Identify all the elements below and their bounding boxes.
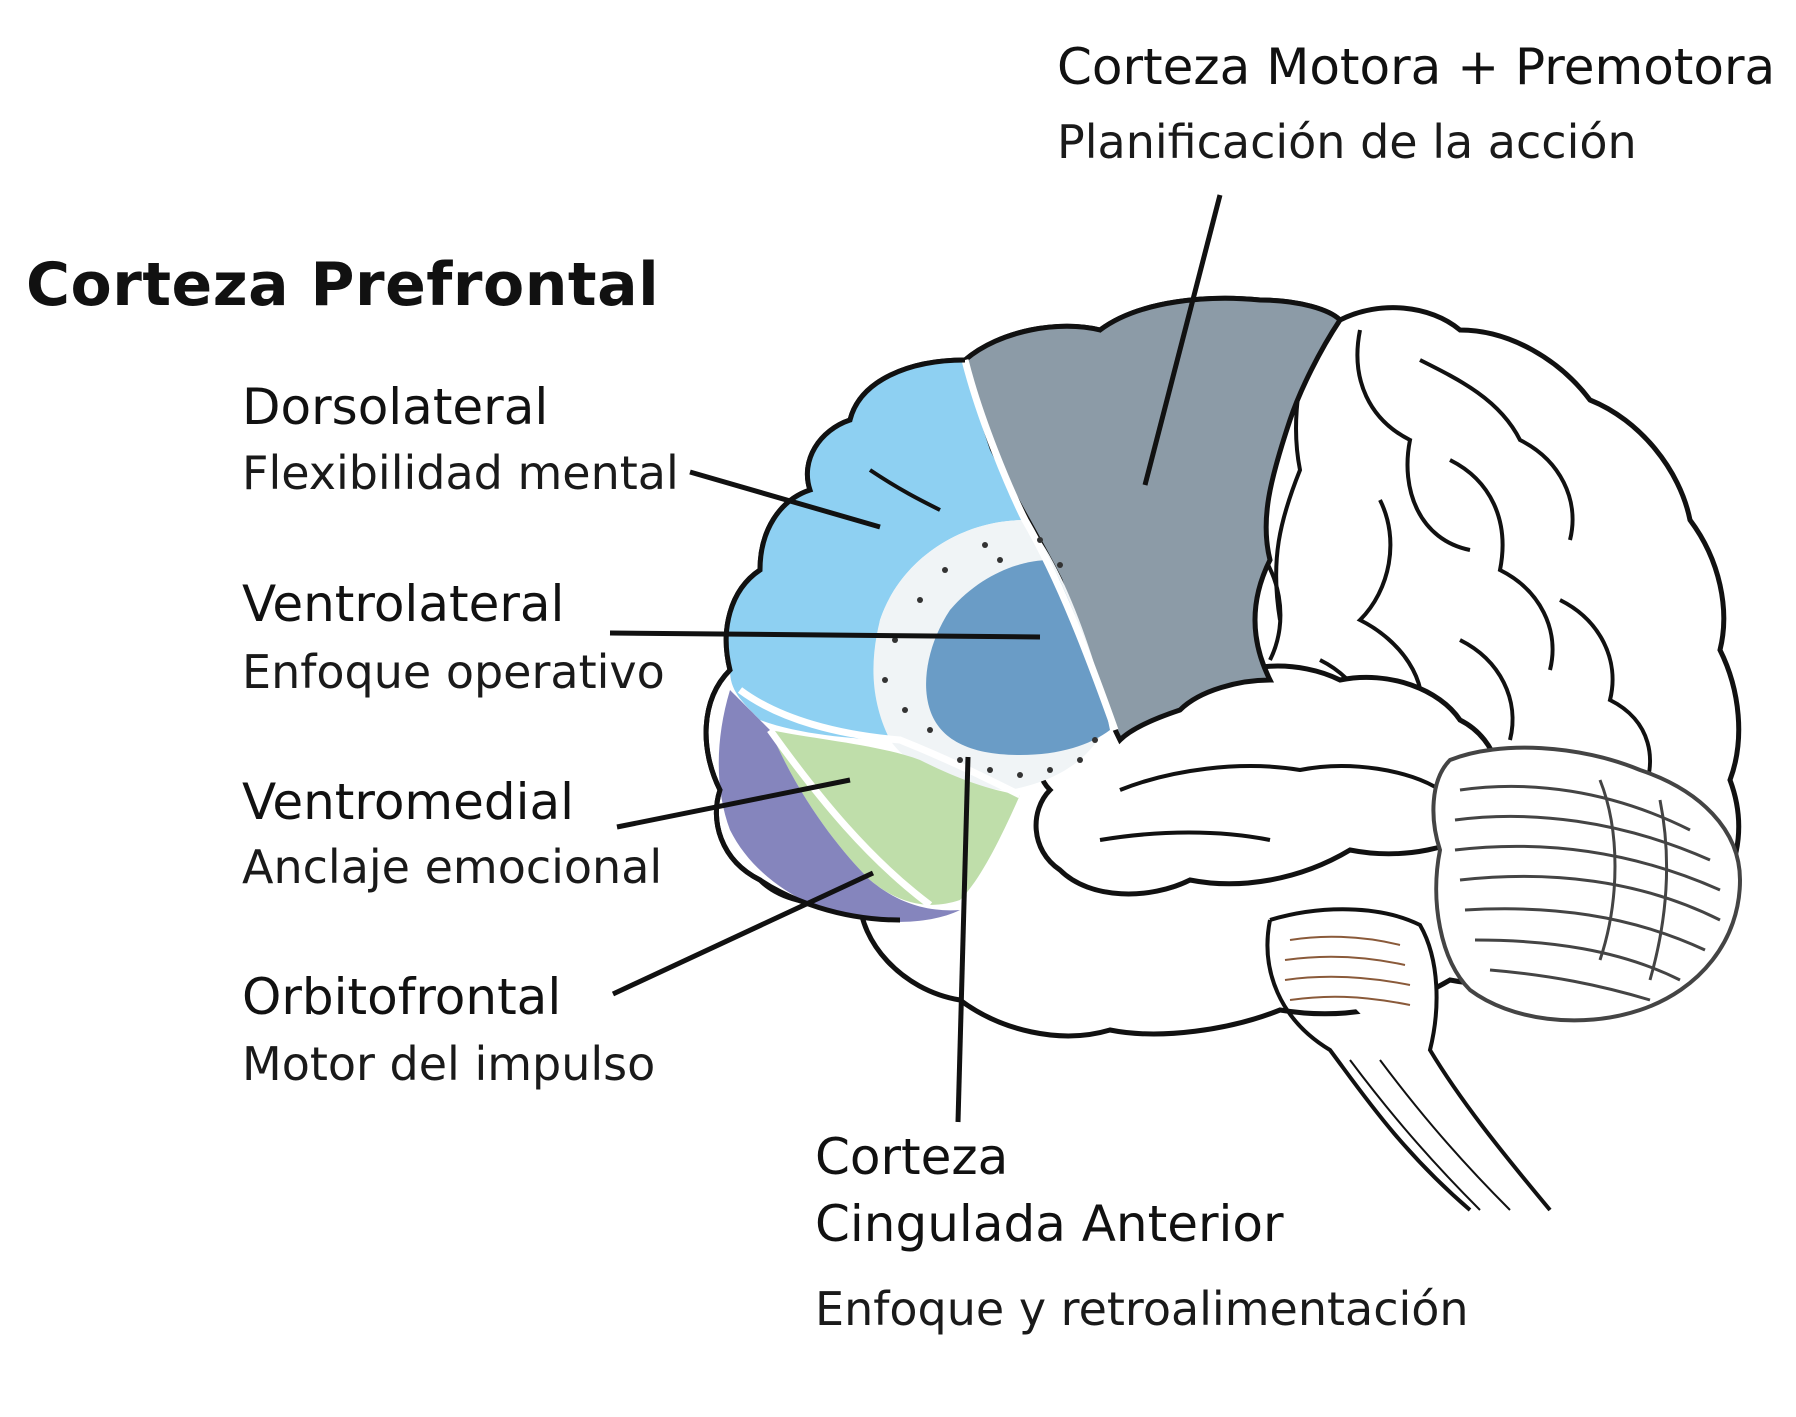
ventromedial-desc: Anclaje emocional — [242, 840, 663, 894]
cingulate-label-line2: Cingulada Anterior — [815, 1195, 1284, 1253]
cingulate-dots — [882, 537, 1098, 778]
leader-lines — [609, 194, 1223, 1123]
dorsolateral-region[interactable] — [726, 360, 1025, 740]
dorsolateral-desc: Flexibilidad mental — [242, 446, 679, 500]
ventrolateral-desc: Enfoque operativo — [242, 645, 665, 699]
motor-label: Corteza Motora + Premotora — [1057, 38, 1776, 96]
cingulate-desc: Enfoque y retroalimentación — [815, 1282, 1469, 1336]
brainstem — [1265, 907, 1552, 1212]
motor-desc: Planificación de la acción — [1057, 115, 1637, 169]
orbitofrontal-label: Orbitofrontal — [242, 968, 562, 1026]
ventromedial-region[interactable] — [770, 730, 1020, 905]
orbitofrontal-desc: Motor del impulso — [242, 1037, 656, 1091]
orbitofrontal-region[interactable] — [718, 690, 960, 922]
dorsolateral-label: Dorsolateral — [242, 378, 549, 436]
ventromedial-label: Ventromedial — [242, 773, 575, 831]
ventrolateral-label: Ventrolateral — [242, 575, 565, 633]
ventrolateral-region[interactable] — [926, 560, 1110, 755]
cingulate-label-line1: Corteza — [815, 1128, 1009, 1186]
page-title: Corteza Prefrontal — [26, 250, 660, 320]
cerebellum — [1431, 745, 1743, 1023]
